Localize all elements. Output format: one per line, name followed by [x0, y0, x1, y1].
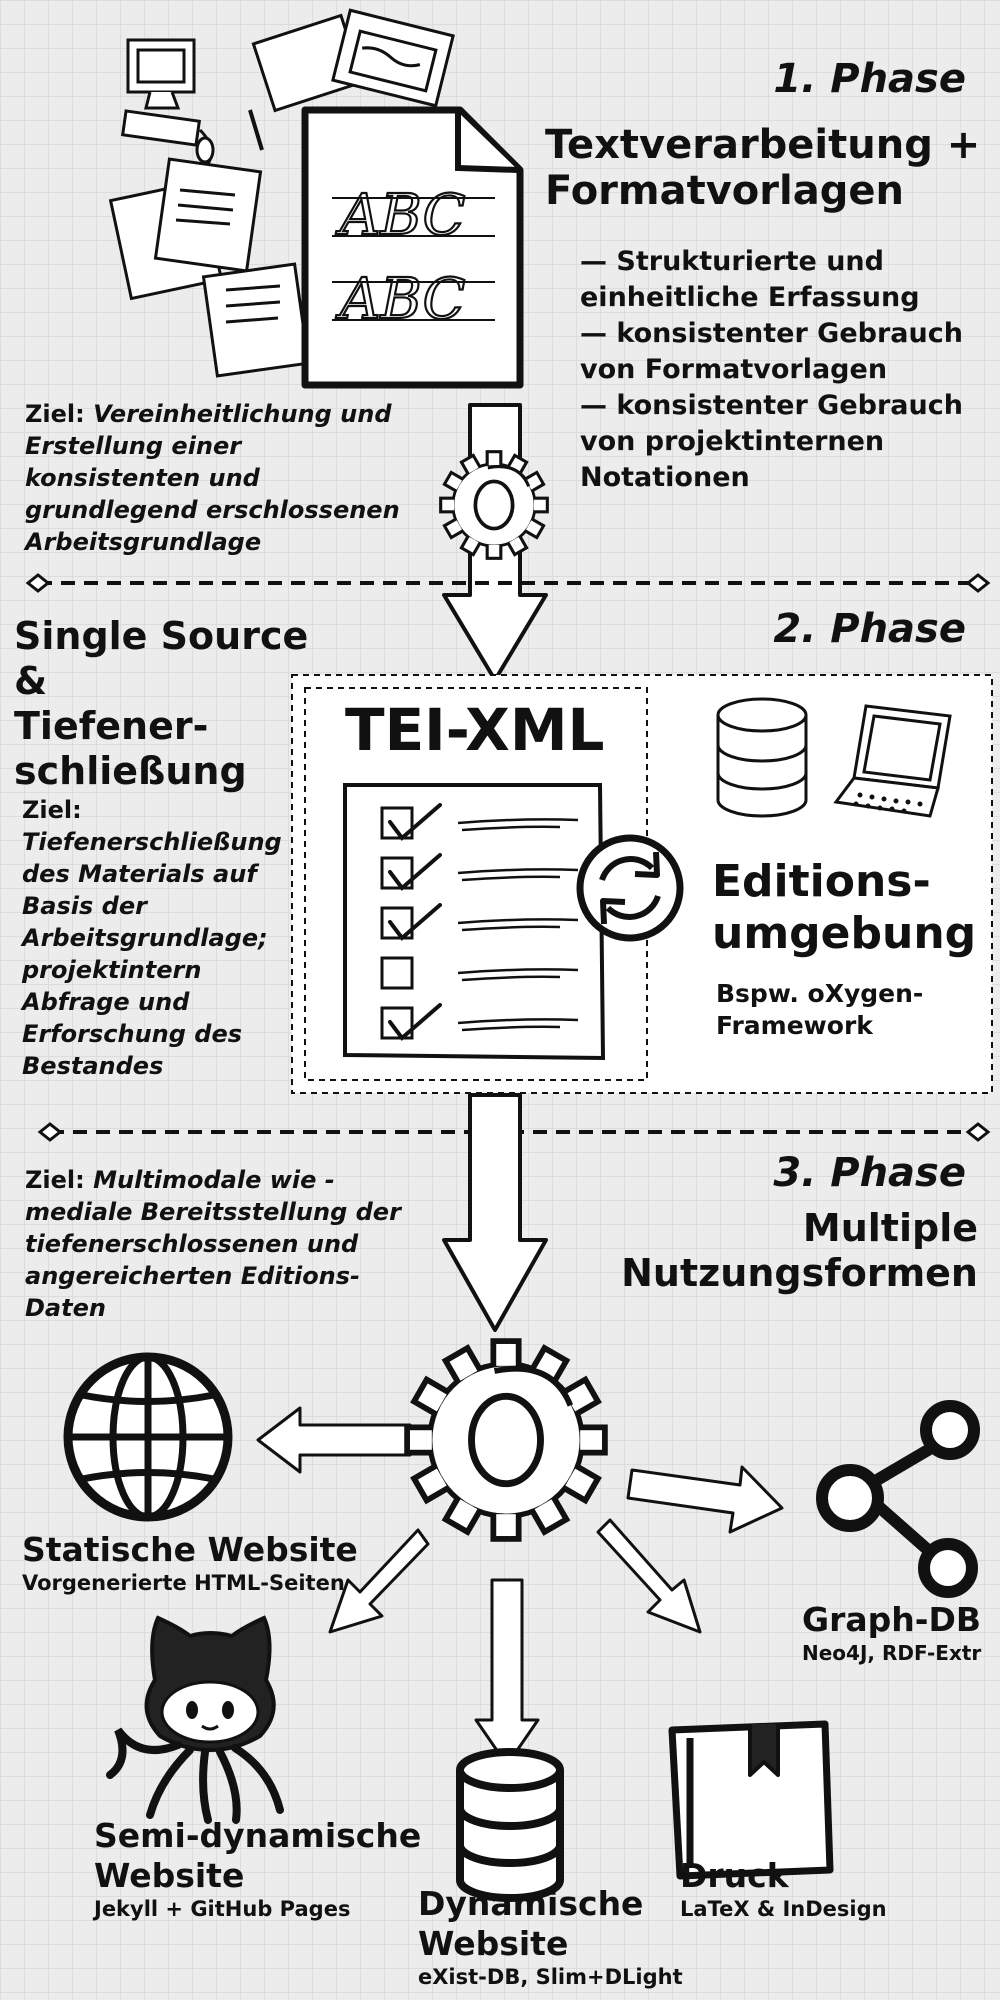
- phase-1-title-line: Formatvorlagen: [545, 168, 904, 214]
- goal-text: Vereinheitlichung und Erstellung einer k…: [25, 400, 400, 556]
- globe-icon: [63, 1352, 233, 1522]
- output-subtitle: eXist-DB, Slim+DLight: [418, 1965, 683, 1989]
- bullet-item: — konsistenter Gebrauch von Formatvorlag…: [580, 318, 963, 385]
- database-icon: [456, 1748, 564, 1902]
- output-title: Druck: [680, 1856, 789, 1895]
- output-title: Graph-DB: [802, 1600, 981, 1639]
- gear-icon: [438, 449, 550, 561]
- editing-environment-line: umgebung: [712, 908, 977, 959]
- book-icon: [668, 1720, 834, 1880]
- phase-1-label: 1. Phase: [773, 56, 966, 102]
- output-dynamic-website: Dynamische Website eXist-DB, Slim+DLight: [418, 1884, 683, 1990]
- output-title: Dynamische: [418, 1884, 644, 1923]
- goal-label: Ziel:: [25, 1166, 85, 1194]
- phase-3-title: Multiple Nutzungsformen: [558, 1206, 978, 1296]
- phase-2-title-line: Tiefener-: [14, 704, 209, 748]
- phase-divider-1: [25, 573, 991, 593]
- phase-1-goal: Ziel: Vereinheitlichung und Erstellung e…: [25, 398, 405, 558]
- output-title: Statische Website: [22, 1530, 358, 1569]
- sync-icon: [576, 834, 684, 942]
- output-title: Semi-dynamische: [94, 1816, 422, 1855]
- phase-3-title-line: Nutzungsformen: [621, 1251, 978, 1295]
- output-title: Website: [94, 1856, 245, 1895]
- goal-label: Ziel:: [25, 400, 85, 428]
- share-icon: [816, 1400, 980, 1598]
- tei-xml-label: TEI-XML: [345, 696, 605, 764]
- database-icon: [716, 697, 808, 818]
- output-static-website: Statische Website Vorgenerierte HTML-Sei…: [22, 1530, 358, 1596]
- phase-3-title-line: Multiple: [802, 1206, 978, 1250]
- phase-1-title-line: Textverarbeitung +: [545, 122, 981, 168]
- editing-environment-example-line: Bspw. oXygen-: [716, 979, 924, 1008]
- output-subtitle: LaTeX & InDesign: [680, 1897, 887, 1921]
- svg-text:ABC: ABC: [335, 183, 465, 248]
- editing-environment-title: Editions- umgebung: [712, 856, 976, 960]
- output-subtitle: Vorgenerierte HTML-Seiten: [22, 1571, 345, 1595]
- phase-1-title: Textverarbeitung + Formatvorlagen: [545, 122, 985, 214]
- gear-icon: [407, 1341, 605, 1539]
- editing-environment-example: Bspw. oXygen- Framework: [716, 978, 923, 1042]
- output-subtitle: Neo4J, RDF-Extr: [802, 1641, 982, 1665]
- output-title: Website: [418, 1924, 569, 1963]
- output-graph-db: Graph-DB Neo4J, RDF-Extr: [802, 1600, 981, 1666]
- phase-3-label: 3. Phase: [773, 1150, 966, 1196]
- checklist-icon: [343, 783, 606, 1061]
- goal-label: Ziel:: [22, 796, 82, 824]
- editing-environment-line: Editions-: [712, 856, 931, 907]
- phase-1-bullets: — Strukturierte und einheitliche Erfassu…: [580, 244, 1000, 496]
- bullet-item: — konsistenter Gebrauch von projektinter…: [580, 390, 963, 493]
- goal-text: Tiefenerschließung des Materials auf Bas…: [22, 828, 282, 1080]
- editing-environment-example-line: Framework: [716, 1011, 873, 1040]
- documents-icon: [108, 8, 455, 378]
- phase-2-title: Single Source & Tiefener- schließung: [14, 614, 354, 794]
- svg-text:ABC: ABC: [335, 267, 465, 332]
- phase-2-goal: Ziel: Tiefenerschließung des Materials a…: [22, 794, 282, 1082]
- phase-2-title-line: Single Source &: [14, 614, 309, 703]
- output-print: Druck LaTeX & InDesign: [680, 1856, 887, 1922]
- goal-text: Multimodale wie -mediale Bereitsstellung…: [25, 1166, 401, 1322]
- bullet-item: — Strukturierte und einheitliche Erfassu…: [580, 246, 920, 313]
- phase-2-title-line: schließung: [14, 749, 247, 793]
- output-arrows: [256, 1406, 784, 1767]
- document-icon: ABC ABC: [301, 106, 524, 389]
- phase-3-goal: Ziel: Multimodale wie -mediale Bereitsst…: [25, 1164, 405, 1324]
- octocat-icon: [106, 1615, 284, 1824]
- laptop-icon: [833, 704, 952, 818]
- output-semi-dynamic-website: Semi-dynamische Website Jekyll + GitHub …: [94, 1816, 421, 1922]
- output-subtitle: Jekyll + GitHub Pages: [94, 1897, 351, 1921]
- computer-icon: [120, 38, 264, 169]
- phase-2-label: 2. Phase: [773, 606, 966, 652]
- flow-arrow-2: [442, 1093, 548, 1332]
